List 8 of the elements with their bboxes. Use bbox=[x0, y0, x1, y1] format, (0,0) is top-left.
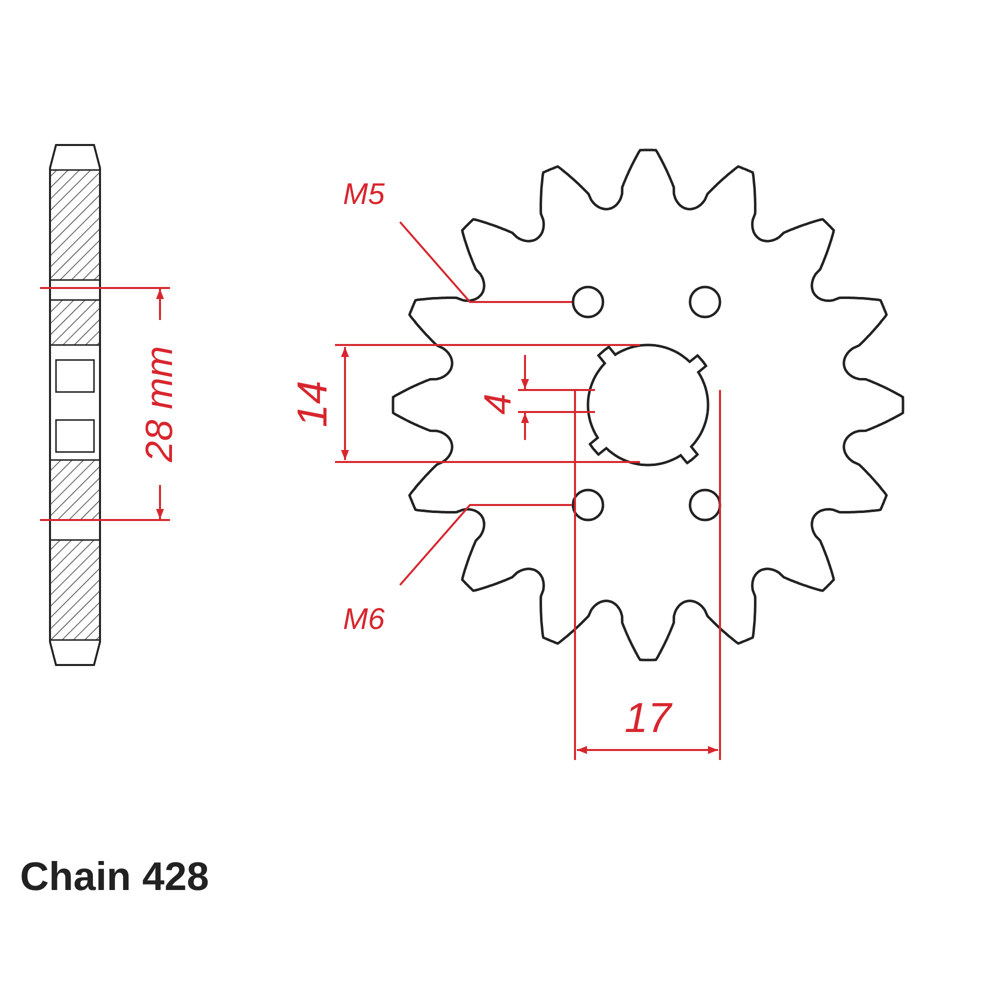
thread-size-label: M5 bbox=[343, 180, 385, 210]
leader-line bbox=[399, 221, 572, 303]
dimension-value: 17 bbox=[624, 697, 672, 739]
caption: Chain 428 bbox=[20, 855, 209, 900]
leader-line bbox=[399, 504, 572, 586]
thread-size-label: M6 bbox=[343, 605, 385, 635]
dimension-value: 14 bbox=[290, 380, 333, 428]
dimension-value: 4 bbox=[479, 393, 518, 415]
